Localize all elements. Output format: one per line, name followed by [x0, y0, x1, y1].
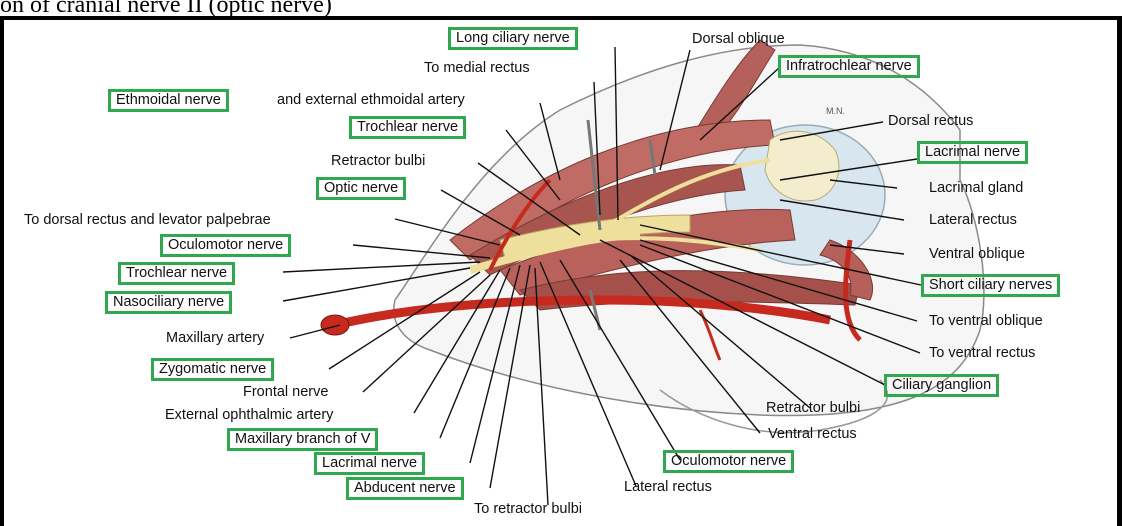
label-dorsal-rectus: Dorsal rectus	[888, 113, 973, 130]
label-lacrimal-nerve-right: Lacrimal nerve	[917, 141, 1028, 164]
label-ciliary-ganglion: Ciliary ganglion	[884, 374, 999, 397]
label-ventral-rectus: Ventral rectus	[768, 426, 857, 443]
label-oculomotor-nerve-left: Oculomotor nerve	[160, 234, 291, 257]
label-to-retractor-bulbi: To retractor bulbi	[474, 501, 582, 518]
label-to-ventral-oblique: To ventral oblique	[929, 313, 1043, 330]
label-external-ethmoidal-artery: and external ethmoidal artery	[277, 92, 465, 109]
label-long-ciliary-nerve: Long ciliary nerve	[448, 27, 578, 50]
label-oculomotor-nerve-bottom: Oculomotor nerve	[663, 450, 794, 473]
label-short-ciliary-nerves: Short ciliary nerves	[921, 274, 1060, 297]
label-dorsal-oblique: Dorsal oblique	[692, 31, 785, 48]
label-abducent-nerve: Abducent nerve	[346, 477, 464, 500]
artery-cut-end	[321, 315, 349, 335]
label-maxillary-branch-of-v: Maxillary branch of V	[227, 428, 378, 451]
artist-initials: M.N.	[826, 103, 845, 120]
label-lateral-rectus-right: Lateral rectus	[929, 212, 1017, 229]
label-retractor-bulbi-top: Retractor bulbi	[331, 153, 425, 170]
label-ventral-oblique: Ventral oblique	[929, 246, 1025, 263]
label-trochlear-nerve-top: Trochlear nerve	[349, 116, 466, 139]
label-to-medial-rectus: To medial rectus	[424, 60, 530, 77]
label-maxillary-artery: Maxillary artery	[166, 330, 264, 347]
label-to-ventral-rectus: To ventral rectus	[929, 345, 1035, 362]
label-external-ophthalmic-artery: External ophthalmic artery	[165, 407, 333, 424]
label-optic-nerve: Optic nerve	[316, 177, 406, 200]
label-lacrimal-gland: Lacrimal gland	[929, 180, 1023, 197]
label-frontal-nerve: Frontal nerve	[243, 384, 328, 401]
label-nasociliary-nerve: Nasociliary nerve	[105, 291, 232, 314]
label-retractor-bulbi-bottom: Retractor bulbi	[766, 400, 860, 417]
label-zygomatic-nerve: Zygomatic nerve	[151, 358, 274, 381]
label-lateral-rectus-bottom: Lateral rectus	[624, 479, 712, 496]
label-trochlear-nerve-left: Trochlear nerve	[118, 262, 235, 285]
label-lacrimal-nerve-bottom: Lacrimal nerve	[314, 452, 425, 475]
label-to-dorsal-rectus: To dorsal rectus and levator palpebrae	[24, 212, 271, 229]
label-ethmoidal-nerve: Ethmoidal nerve	[108, 89, 229, 112]
label-infratrochlear-nerve: Infratrochlear nerve	[778, 55, 920, 78]
